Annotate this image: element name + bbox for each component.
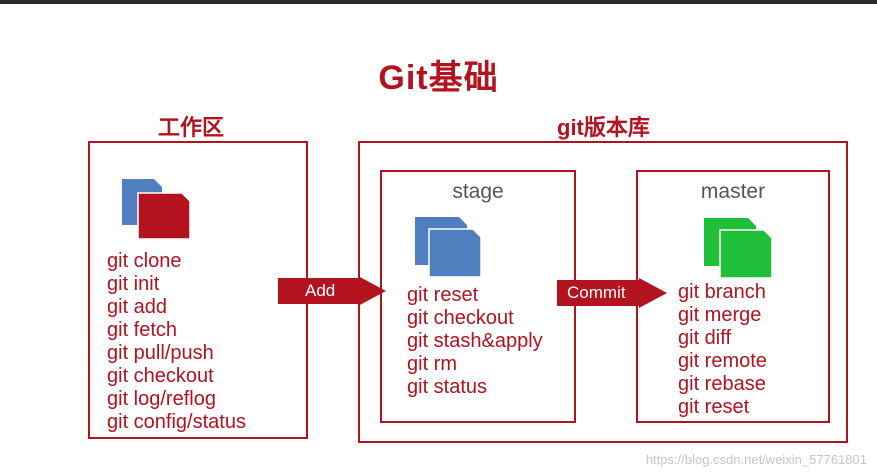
stage-label: stage	[452, 180, 504, 203]
command-item: git config/status	[107, 411, 246, 433]
diagram-title: Git基础	[378, 59, 499, 97]
command-item: git branch	[678, 281, 766, 303]
top-border	[0, 0, 877, 4]
command-item: git status	[407, 376, 488, 398]
command-item: git checkout	[107, 365, 214, 387]
commit-arrow: Commit	[557, 278, 667, 308]
arrow-right-icon	[557, 278, 667, 308]
file-stack-icon	[704, 218, 773, 279]
file-stack-icon	[122, 179, 191, 240]
arrow-right-icon	[278, 276, 386, 306]
watermark: https://blog.csdn.net/weixin_57761801	[645, 452, 867, 467]
command-item: git fetch	[107, 319, 178, 341]
stage-command-list: git reset git checkout git stash&apply g…	[407, 284, 543, 399]
command-item: git rm	[407, 353, 457, 375]
repository-title: git版本库	[557, 115, 650, 140]
workspace-title: 工作区	[158, 115, 225, 140]
master-command-list: git branch git merge git diff git remote…	[678, 281, 767, 419]
command-item: git init	[107, 273, 160, 295]
command-item: git clone	[107, 250, 182, 272]
workspace-command-list: git clone git init git add git fetch git…	[107, 250, 246, 434]
command-item: git merge	[678, 304, 762, 326]
add-arrow: Add	[278, 276, 386, 306]
command-item: git reset	[678, 396, 750, 418]
workspace-box: git clone git init git add git fetch git…	[88, 141, 308, 439]
repository-box: stage git reset git checkout git stash&a…	[358, 141, 848, 443]
command-item: git pull/push	[107, 342, 214, 364]
commit-label: Commit	[567, 283, 626, 302]
command-item: git stash&apply	[407, 330, 543, 352]
command-item: git add	[107, 296, 168, 318]
stage-box: stage git reset git checkout git stash&a…	[380, 170, 576, 423]
command-item: git diff	[678, 327, 731, 349]
command-item: git checkout	[407, 307, 514, 329]
command-item: git remote	[678, 350, 767, 372]
command-item: git log/reflog	[107, 388, 216, 410]
command-item: git reset	[407, 284, 479, 306]
add-label: Add	[305, 281, 336, 300]
master-label: master	[700, 180, 766, 203]
command-item: git rebase	[678, 373, 766, 395]
file-stack-icon	[415, 217, 482, 278]
